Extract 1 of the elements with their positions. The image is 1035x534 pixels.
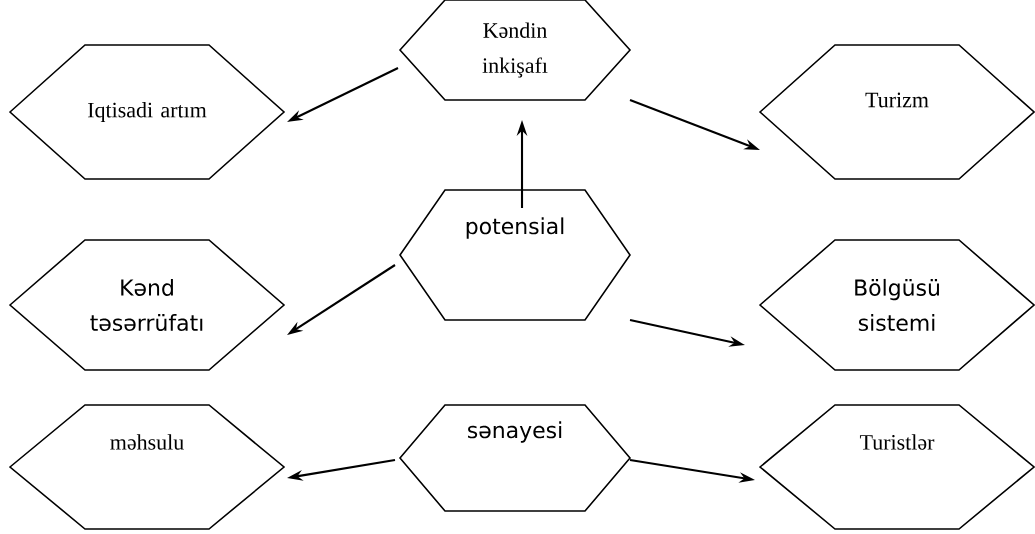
hexagon-box: potensial <box>399 189 631 321</box>
